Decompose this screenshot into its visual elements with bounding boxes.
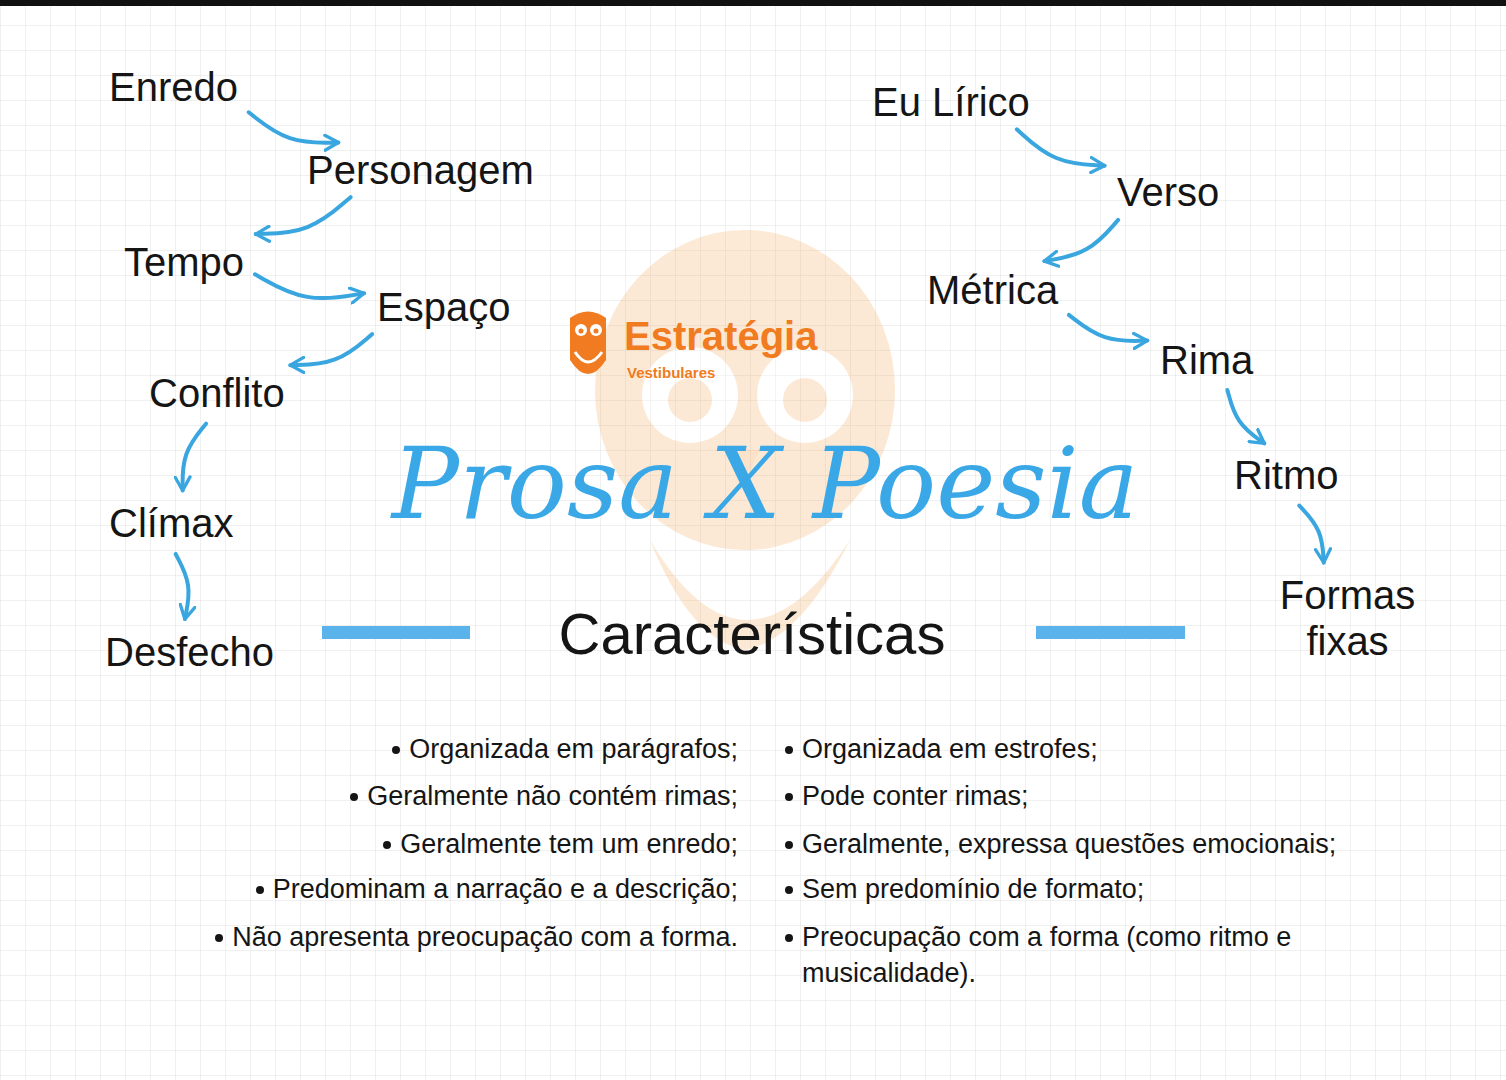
concept-text: Tempo bbox=[124, 239, 244, 285]
logo-owl bbox=[570, 312, 606, 375]
bullet-dot bbox=[785, 886, 793, 894]
bullet-text: Não apresenta preocupação com a forma. bbox=[232, 920, 738, 955]
logo-subtext: Vestibulares bbox=[627, 364, 715, 381]
bullet-text: Geralmente, expressa questões emocionais… bbox=[802, 827, 1336, 862]
bullet-dot bbox=[785, 841, 793, 849]
concept-node: Eu Lírico bbox=[867, 77, 1035, 127]
concept-text: Personagem bbox=[307, 147, 534, 193]
flow-arrow bbox=[183, 424, 206, 491]
bullet-dot bbox=[350, 793, 358, 801]
concept-node: Clímax bbox=[104, 498, 238, 548]
section-heading: Características bbox=[559, 602, 946, 666]
title-text: Prosa X Poesia bbox=[392, 425, 1139, 542]
concept-text: Desfecho bbox=[105, 629, 274, 675]
flow-arrow bbox=[255, 274, 364, 298]
bullet-dot bbox=[383, 841, 391, 849]
bullet-text: Organizada em estrofes; bbox=[802, 732, 1098, 767]
bullet-text: Geralmente não contém rimas; bbox=[367, 779, 738, 814]
concept-text: Ritmo bbox=[1234, 452, 1338, 498]
concept-text: Métrica bbox=[927, 267, 1058, 313]
bullet-dot bbox=[215, 934, 223, 942]
flow-arrow bbox=[1044, 220, 1118, 261]
title-bar bbox=[1036, 626, 1185, 639]
flow-arrow bbox=[176, 554, 189, 619]
bullet-item: Sem predomínio de formato; bbox=[785, 872, 1144, 907]
flow-arrow bbox=[1069, 315, 1148, 341]
bullet-text: Geralmente tem um enredo; bbox=[400, 827, 738, 862]
bullet-item: Geralmente não contém rimas; bbox=[350, 779, 738, 814]
logo-text: Estratégia bbox=[624, 314, 817, 358]
concept-node: Personagem bbox=[302, 145, 539, 195]
top-band bbox=[0, 0, 1506, 6]
concept-node: Formas fixas bbox=[1255, 570, 1440, 666]
concept-node: Tempo bbox=[119, 237, 249, 287]
logo-subtext: Vestibulares bbox=[627, 365, 715, 382]
bullet-item: Geralmente, expressa questões emocionais… bbox=[785, 827, 1336, 862]
bullet-dot bbox=[785, 793, 793, 801]
bullet-dot bbox=[785, 934, 793, 942]
flow-arrow bbox=[249, 112, 339, 142]
flow-arrow bbox=[256, 197, 351, 234]
concept-text: Espaço bbox=[377, 284, 510, 330]
concept-node: Conflito bbox=[144, 368, 290, 418]
flow-arrow bbox=[1227, 390, 1264, 443]
concept-text: Eu Lírico bbox=[872, 79, 1030, 125]
bullet-text: Predominam a narração e a descrição; bbox=[273, 872, 738, 907]
bullet-item: Pode conter rimas; bbox=[785, 779, 1029, 814]
concept-node: Desfecho bbox=[100, 627, 279, 677]
bullet-text: Preocupação com a forma (como ritmo e mu… bbox=[802, 920, 1465, 990]
title-bar bbox=[322, 626, 470, 639]
concept-node: Verso bbox=[1112, 167, 1224, 217]
concept-node: Rima bbox=[1155, 335, 1258, 385]
concept-node: Espaço bbox=[372, 282, 515, 332]
flow-arrow bbox=[290, 334, 372, 365]
concept-text: Enredo bbox=[109, 64, 238, 110]
bullet-item: Não apresenta preocupação com a forma. bbox=[215, 920, 738, 955]
main-title: Prosa X Poesia bbox=[392, 425, 1139, 542]
section-heading: Características bbox=[559, 601, 946, 666]
bullet-item: Predominam a narração e a descrição; bbox=[256, 872, 738, 907]
bullet-item: Organizada em estrofes; bbox=[785, 732, 1098, 767]
flow-arrow bbox=[1017, 129, 1105, 165]
concept-node: Métrica bbox=[922, 265, 1063, 315]
bullet-dot bbox=[392, 746, 400, 754]
concept-text: Verso bbox=[1117, 169, 1219, 215]
concept-text: Clímax bbox=[109, 500, 233, 546]
bullet-text: Sem predomínio de formato; bbox=[802, 872, 1144, 907]
bullet-item: Organizada em parágrafos; bbox=[392, 732, 738, 767]
bullet-dot bbox=[256, 886, 264, 894]
bullet-dot bbox=[785, 746, 793, 754]
bullet-item: Preocupação com a forma (como ritmo e mu… bbox=[785, 920, 1465, 990]
concept-text: Rima bbox=[1160, 337, 1253, 383]
bullet-text: Pode conter rimas; bbox=[802, 779, 1029, 814]
concept-node: Ritmo bbox=[1229, 450, 1343, 500]
concept-text: Conflito bbox=[149, 370, 285, 416]
concept-node: Enredo bbox=[104, 62, 243, 112]
concept-text: Formas fixas bbox=[1260, 572, 1435, 664]
bullet-text: Organizada em parágrafos; bbox=[409, 732, 738, 767]
flow-arrow bbox=[1299, 506, 1323, 563]
bullet-item: Geralmente tem um enredo; bbox=[383, 827, 738, 862]
logo-text: Estratégia bbox=[624, 314, 817, 358]
